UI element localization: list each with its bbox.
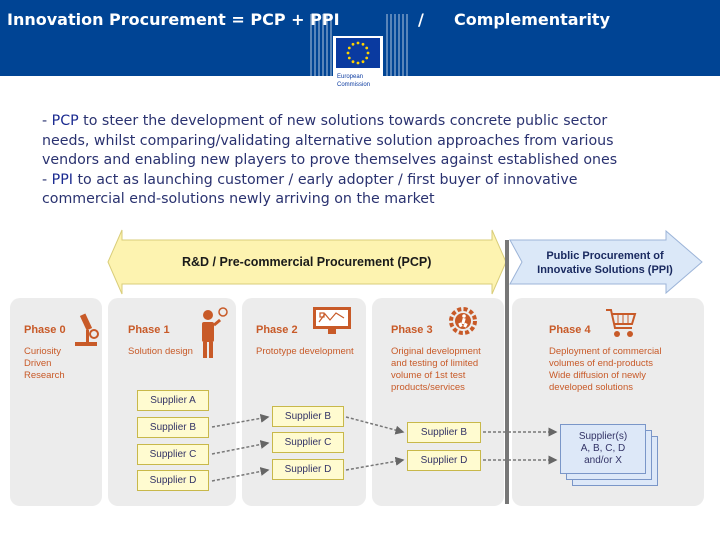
phase-1-description: Solution design xyxy=(128,346,193,358)
phase-2-desc-line: Prototype development xyxy=(256,346,354,357)
supplier-box: Supplier C xyxy=(272,432,344,453)
thinking-person-icon xyxy=(202,307,228,358)
phase-0-description: Curiosity Driven Research xyxy=(24,346,65,382)
phase-4-supplier-box: Supplier(s) A, B, C, D and/or X xyxy=(560,424,646,474)
eu-flag-icon xyxy=(336,38,380,68)
pcp-text-1: to steer the development of new solution… xyxy=(78,113,608,129)
pcp-line-2: needs, whilst comparing/validating alter… xyxy=(42,132,614,149)
gear-person-icon xyxy=(449,307,477,335)
logo-line-1: European xyxy=(337,74,364,80)
bullet-dash: - xyxy=(42,171,52,188)
phase-4-supplier-line: A, B, C, D xyxy=(580,443,626,454)
prototype-screen-icon xyxy=(313,307,351,334)
phase-4-title: Phase 4 xyxy=(549,324,591,336)
phase-0-desc-line: Driven xyxy=(24,358,52,369)
ppi-banner-label: Public Procurement of Innovative Solutio… xyxy=(530,249,680,277)
bullet-dash: - xyxy=(42,113,52,129)
ppi-banner-line-2: Innovative Solutions (PPI) xyxy=(537,264,673,276)
phase-1-desc-line: Solution design xyxy=(128,346,193,357)
phase-4-desc-line: Wide diffusion of newly xyxy=(549,370,646,381)
title-separator: / xyxy=(418,10,424,29)
phase-4-desc-line: developed solutions xyxy=(549,382,633,393)
supplier-box: Supplier C xyxy=(137,444,209,465)
phase-0-desc-line: Research xyxy=(24,370,65,381)
page-title: Innovation Procurement = PCP + PPI xyxy=(7,10,340,29)
pcp-banner-label: R&D / Pre-commercial Procurement (PCP) xyxy=(182,255,432,269)
phase-0-title: Phase 0 xyxy=(24,324,66,336)
supplier-box: Supplier B xyxy=(272,406,344,427)
phase-2-description: Prototype development xyxy=(256,346,354,358)
pcp-keyword: PCP xyxy=(51,113,79,129)
pcp-line-3: vendors and enabling new players to prov… xyxy=(42,152,618,169)
ppi-keyword: PPI xyxy=(51,171,73,188)
ppi-banner-line-1: Public Procurement of xyxy=(546,250,664,262)
ppi-line-1: - PPI to act as launching customer / ear… xyxy=(42,171,702,191)
supplier-box: Supplier B xyxy=(137,417,209,438)
supplier-box: Supplier D xyxy=(272,459,344,480)
phase-4-description: Deployment of commercial volumes of end-… xyxy=(549,346,661,394)
phase-2-title: Phase 2 xyxy=(256,324,298,336)
header-stripes-right xyxy=(386,14,408,76)
header-stripes-left xyxy=(310,14,332,76)
logo-line-2: Commission xyxy=(337,82,371,88)
supplier-box: Supplier A xyxy=(137,390,209,411)
phase-4-supplier-text: Supplier(s) A, B, C, D and/or X xyxy=(561,431,645,467)
pcp-ppi-divider xyxy=(505,240,509,504)
phase-4-supplier-line: and/or X xyxy=(584,455,622,466)
supplier-box: Supplier D xyxy=(137,470,209,491)
shopping-cart-icon xyxy=(606,309,637,337)
microscope-icon xyxy=(75,313,99,346)
phase-4-supplier-line: Supplier(s) xyxy=(578,431,628,442)
pcp-line-1: - PCP to steer the development of new so… xyxy=(42,112,702,132)
ppi-text-1: to act as launching customer / early ado… xyxy=(72,171,578,188)
supplier-box: Supplier B xyxy=(407,422,481,443)
phase-3-desc-line: and testing of limited xyxy=(391,358,479,369)
description-text: - PCP to steer the development of new so… xyxy=(42,112,702,210)
logo-text: European Commission xyxy=(337,73,370,89)
phase-4-desc-line: volumes of end-products xyxy=(549,358,654,369)
phase-3-description: Original development and testing of limi… xyxy=(391,346,481,394)
ppi-line-2: commercial end-solutions newly arriving … xyxy=(42,191,435,208)
phase-3-desc-line: Original development xyxy=(391,346,481,357)
phase-3-desc-line: products/services xyxy=(391,382,465,393)
phase-3-desc-line: volume of 1st test xyxy=(391,370,466,381)
supplier-box: Supplier D xyxy=(407,450,481,471)
phase-3-title: Phase 3 xyxy=(391,324,433,336)
phase-1-title: Phase 1 xyxy=(128,324,170,336)
phase-3-column xyxy=(372,298,504,506)
phase-0-desc-line: Curiosity xyxy=(24,346,61,357)
phase-4-desc-line: Deployment of commercial xyxy=(549,346,662,357)
eu-logo: European Commission xyxy=(333,36,383,98)
page-subtitle: Complementarity xyxy=(454,10,611,29)
